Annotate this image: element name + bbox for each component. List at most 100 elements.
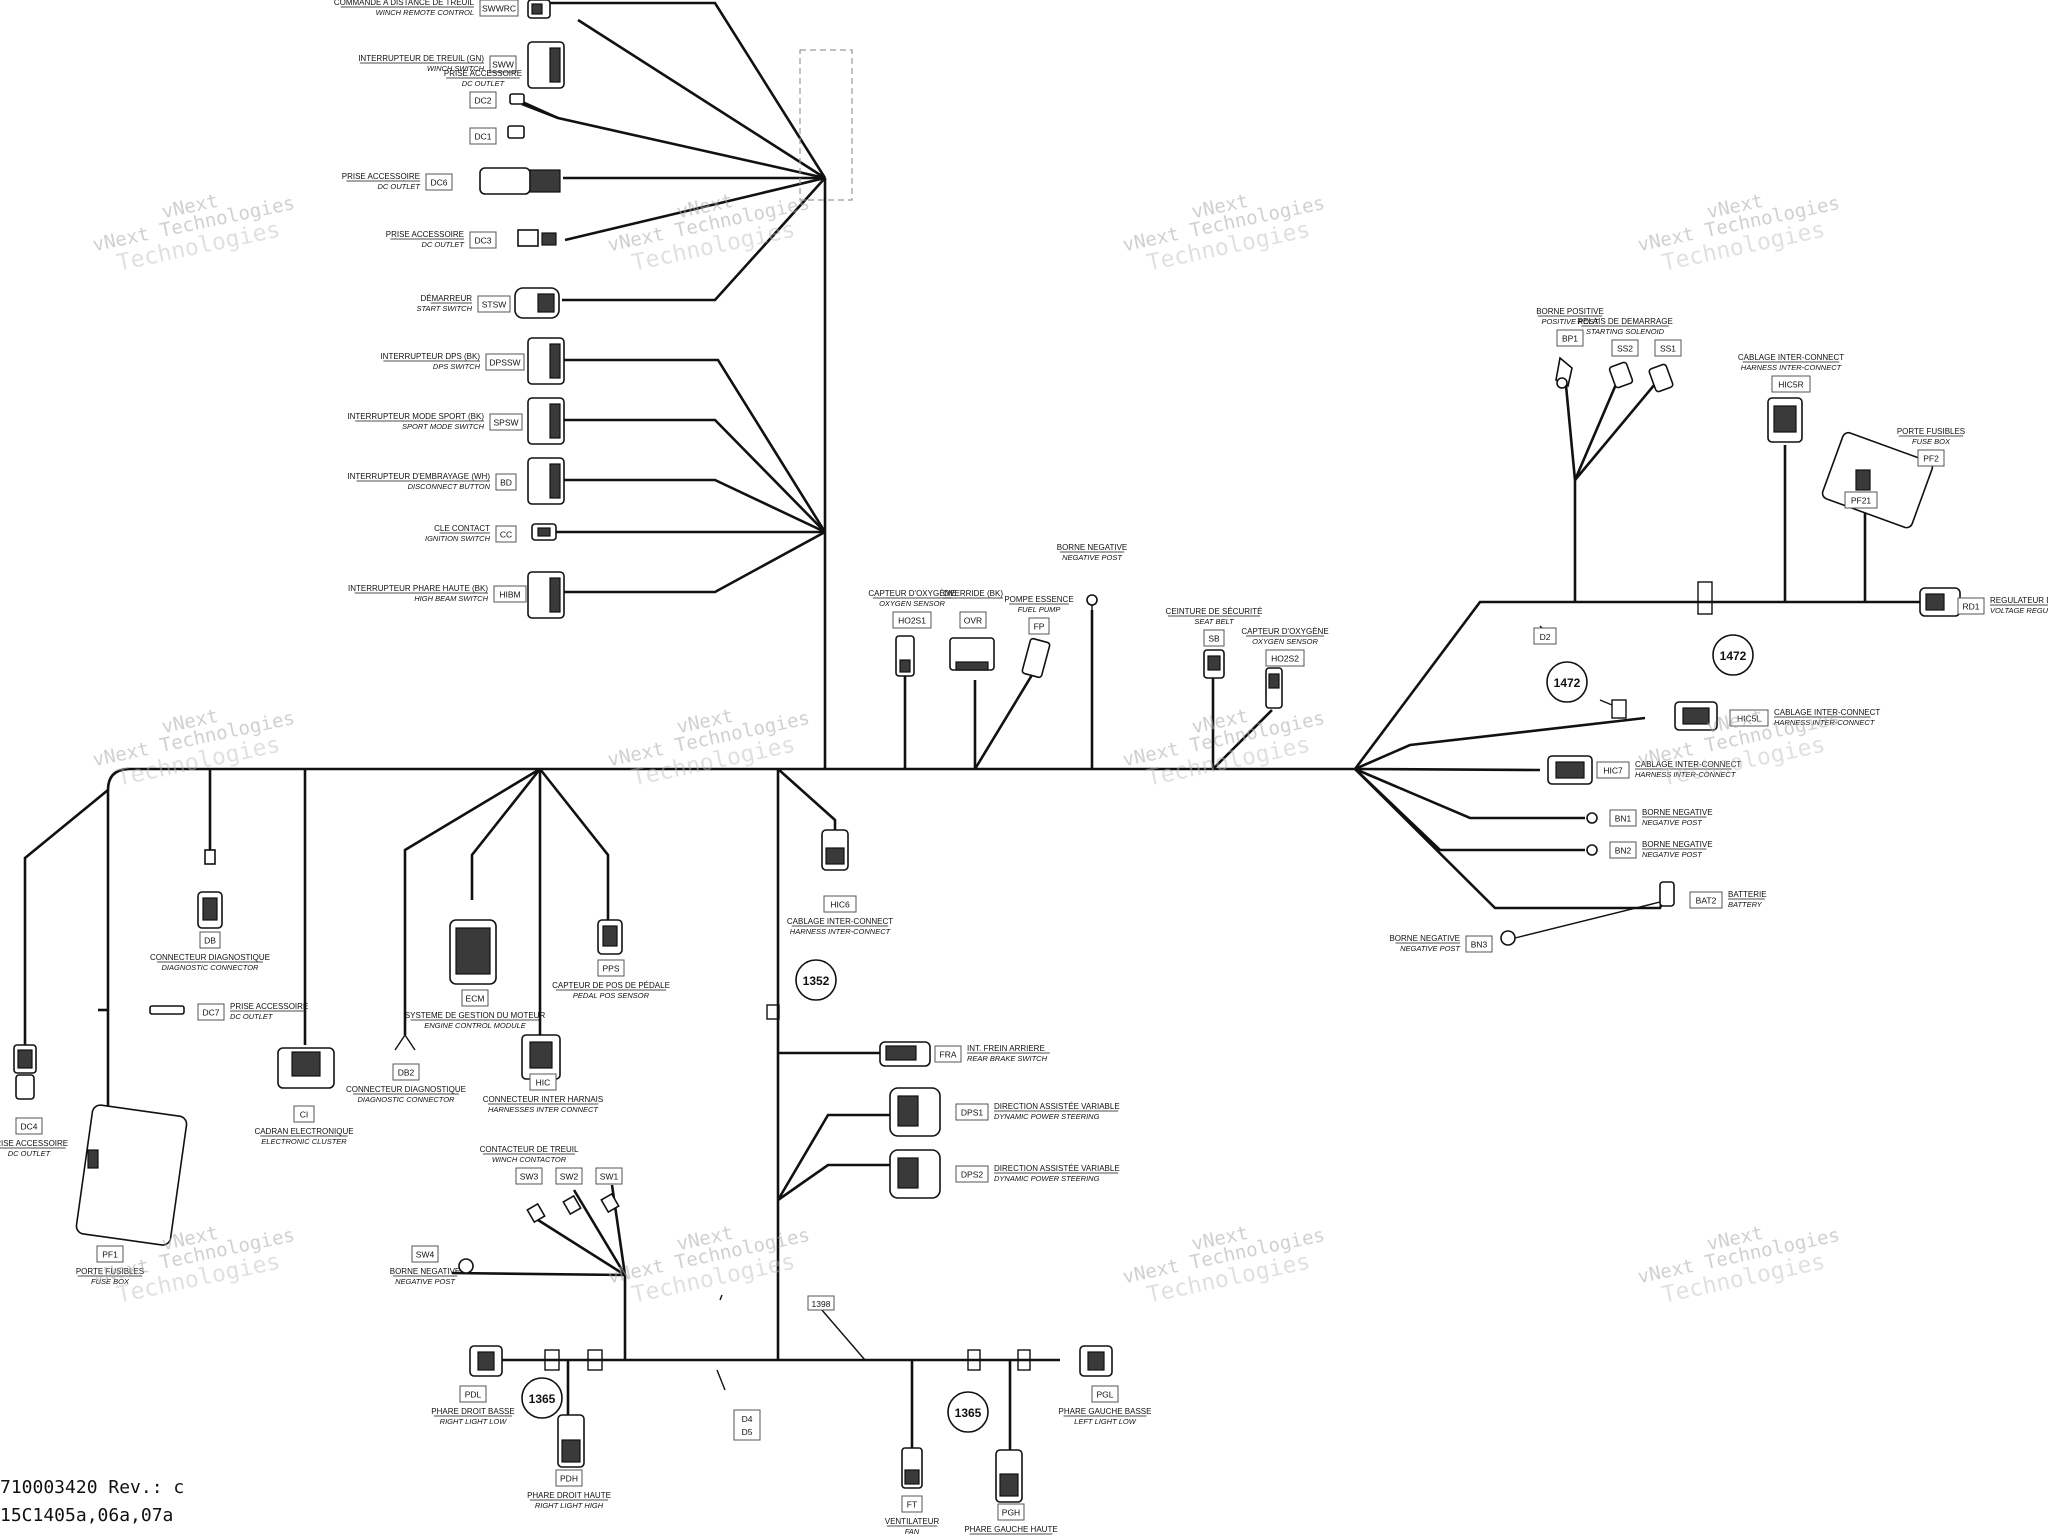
bn2-terminal-icon (1586, 844, 1598, 856)
connector-code: ECM (466, 994, 485, 1004)
label-fr: BORNE NEGATIVE (390, 1267, 461, 1276)
label-dc1: DC1 (469, 127, 497, 145)
connector-code: CI (300, 1110, 309, 1120)
pf1-fusebox-icon (75, 1104, 188, 1246)
label-en: FUEL PUMP (1018, 605, 1061, 614)
pgh-connector-icon (995, 1449, 1023, 1503)
label-fr: DÉMARREUR (420, 294, 472, 303)
label-en: DIAGNOSTIC CONNECTOR (358, 1095, 456, 1104)
spsw-connector-icon (527, 397, 565, 445)
db-connector-icon (197, 849, 223, 929)
circled-numbers: 1472 1472 1352 1365 1365 (521, 634, 1754, 1433)
connector-code: SB (1208, 634, 1220, 644)
label-fr: VENTILATEUR (885, 1517, 940, 1526)
ss1-connector-icon (1648, 363, 1674, 393)
label-en: HARNESS INTER-CONNECT (790, 927, 892, 936)
connector-code: BP1 (1562, 334, 1578, 344)
ci-connector-icon (277, 1047, 335, 1089)
ref-label-d2: D2 (1540, 632, 1551, 642)
circle-1472-b: 1472 (1554, 676, 1581, 690)
connector-code: HIC (536, 1078, 551, 1088)
connector-code: SWWRC (482, 4, 516, 14)
hic5r-connector-icon (1767, 397, 1803, 443)
label-en: SEAT BELT (1194, 617, 1235, 626)
connector-code: CC (500, 530, 512, 540)
sww-connector-icon (527, 41, 565, 89)
connector-code: DPS2 (961, 1170, 983, 1180)
label-en: NEGATIVE POST (395, 1277, 456, 1286)
label-fr: CONTACTEUR DE TREUIL (480, 1145, 579, 1154)
connector-code: DC4 (20, 1122, 37, 1132)
label-en: HARNESS INTER-CONNECT (1774, 718, 1876, 727)
circle-1365-a: 1365 (529, 1392, 556, 1406)
sb-connector-icon (1203, 649, 1225, 679)
circle-1352: 1352 (803, 974, 830, 988)
connector-code: SPSW (493, 418, 518, 428)
harness-wires (23, 1, 1925, 1470)
connector-code: SW1 (600, 1172, 619, 1182)
connector-code: DB (204, 936, 216, 946)
label-fr: PRISE ACCESSOIRE (342, 172, 420, 181)
ref-label-d4: D4 (742, 1414, 753, 1424)
label-fr: BORNE POSITIVE (1536, 307, 1604, 316)
label-fr: PHARE DROIT HAUTE (527, 1491, 611, 1500)
sw2-terminal-icon (562, 1194, 582, 1216)
label-fr: DIRECTION ASSISTÉE VARIABLE (994, 1164, 1120, 1173)
label-en: OXYGEN SENSOR (879, 599, 945, 608)
hibm-connector-icon (527, 571, 565, 619)
label-fr: INTERRUPTEUR D'EMBRAYAGE (WH) (347, 472, 490, 481)
connector-code: DC3 (474, 236, 491, 246)
sw4-terminal-icon (458, 1258, 474, 1274)
label-fr: PRISE ACCESSOIRE (444, 69, 522, 78)
connector-code: DPSSW (489, 358, 520, 368)
label-en: START SWITCH (416, 304, 472, 313)
label-fr: CAPTEUR D'OXYGÈNE (868, 589, 955, 598)
label-fr: BATTERIE (1728, 890, 1767, 899)
ref-label-d5: D5 (742, 1427, 753, 1437)
label-en: DYNAMIC POWER STEERING (994, 1112, 1100, 1121)
dc4-connector-icon (13, 1044, 37, 1100)
dps1-connector-icon (889, 1087, 941, 1137)
ovr-connector-icon (949, 637, 995, 671)
connector-code: PDH (560, 1474, 578, 1484)
connector-code: SS1 (1660, 344, 1676, 354)
ecm-connector-icon (449, 919, 497, 985)
bn3-terminal-icon (1500, 930, 1516, 946)
label-en: IGNITION SWITCH (425, 534, 491, 543)
label-fr: DIRECTION ASSISTÉE VARIABLE (994, 1102, 1120, 1111)
pdh-connector-icon (557, 1414, 585, 1468)
label-fr: PHARE GAUCHE BASSE (1059, 1407, 1152, 1416)
stsw-connector-icon (514, 287, 560, 319)
connector-code: PF2 (1923, 454, 1939, 464)
label-fr: PRISE ACCESSOIRE (386, 230, 464, 239)
footer-figure-ref: 15C1405a,06a,07a (0, 1505, 173, 1526)
connector-code: SW3 (520, 1172, 539, 1182)
label-en: HARNESSES INTER CONNECT (488, 1105, 599, 1114)
